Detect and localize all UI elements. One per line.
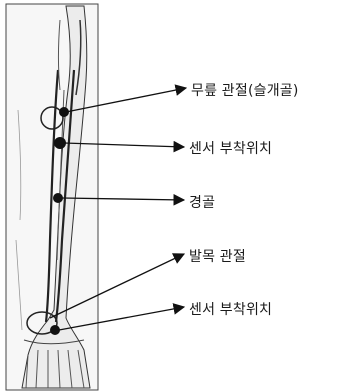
lower-sensor-dot <box>50 325 60 335</box>
label-tibia: 경골 <box>189 192 215 212</box>
label-knee-joint: 무릎 관절(슬개골) <box>191 80 299 100</box>
label-sensor-lower: 센서 부착위치 <box>189 299 272 319</box>
label-sensor-upper: 센서 부착위치 <box>189 138 272 158</box>
label-ankle-joint: 발목 관절 <box>189 246 246 266</box>
tibia-dot <box>53 193 63 203</box>
